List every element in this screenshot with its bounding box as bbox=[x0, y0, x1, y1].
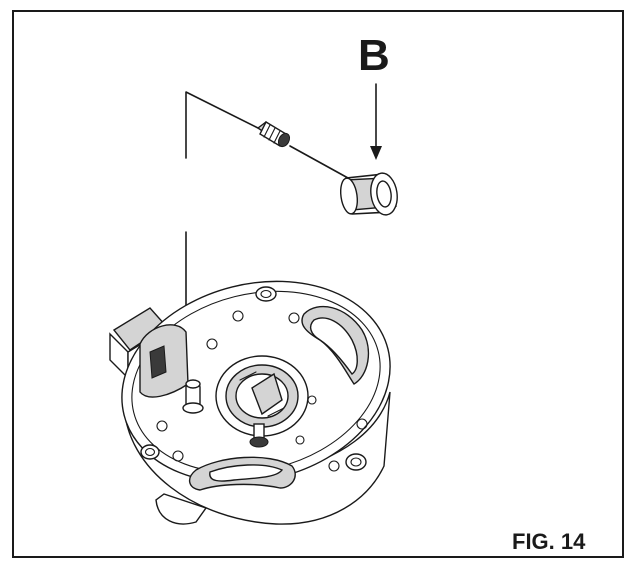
figure-caption: FIG. 14 bbox=[512, 529, 586, 554]
sleeve-part-b bbox=[339, 172, 398, 216]
callout-arrow bbox=[370, 83, 382, 160]
part-callout-label: B bbox=[358, 31, 390, 80]
threaded-fitting bbox=[256, 121, 291, 148]
base-housing bbox=[109, 280, 391, 525]
